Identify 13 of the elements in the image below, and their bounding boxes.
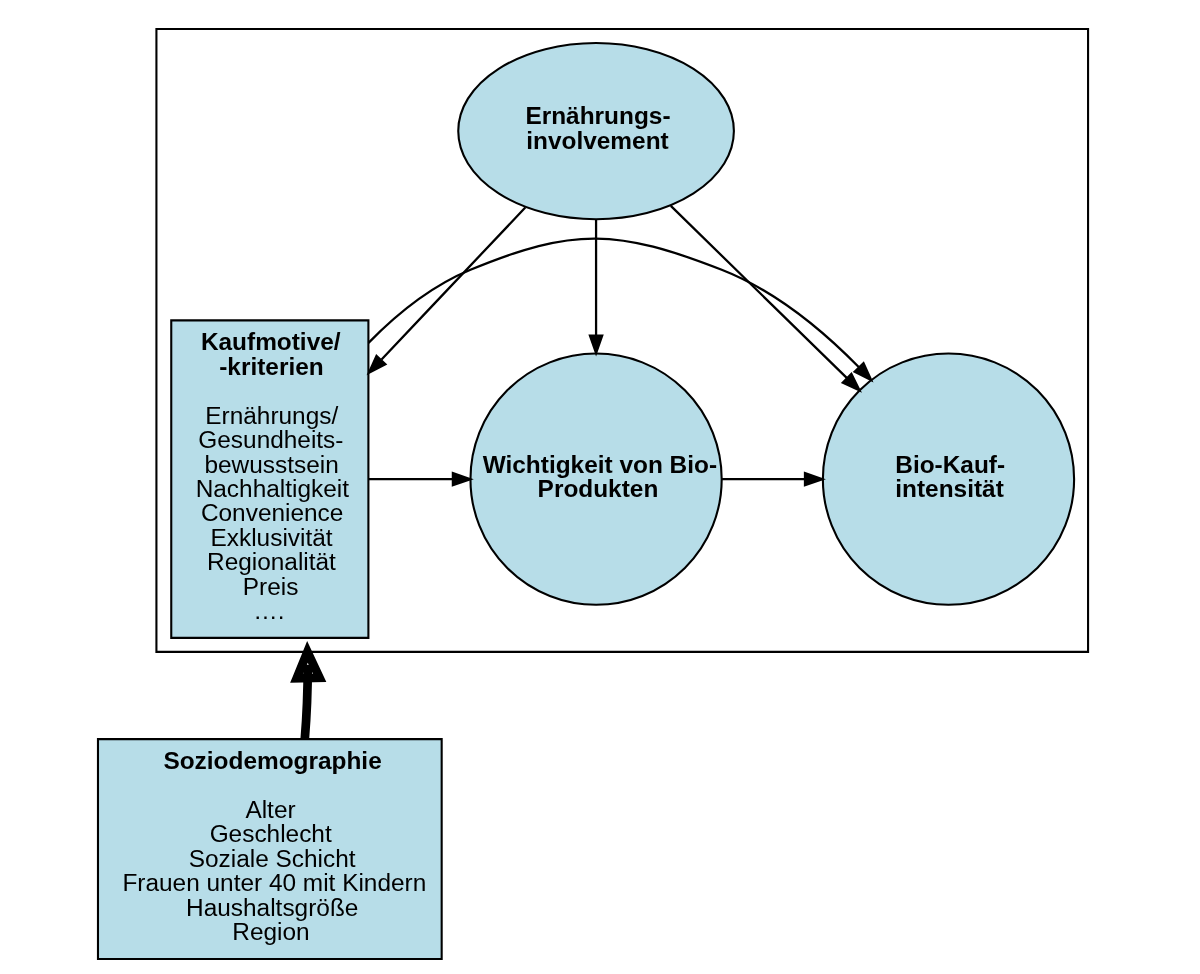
- cluster: [155, 28, 1090, 653]
- arrow: [588, 219, 604, 357]
- node-circle: Bio-Kauf- intensität: [821, 352, 1076, 606]
- arrow: [290, 641, 327, 740]
- arrow: [366, 206, 527, 376]
- node-box: Kaufmotive/ -kriterien Ernährungs/ Gesundheits- bewusstsein Nachhaltigkeit Convenience Exklusivität Regionalität Preis ….: [170, 319, 370, 639]
- arrow: [368, 471, 474, 487]
- arrow: [367, 237, 874, 383]
- arrow: [722, 471, 826, 487]
- arrow: [670, 205, 862, 393]
- node-ellipse: Ernährungs- involvement: [457, 41, 735, 221]
- node-box: Soziodemographie Alter Geschlecht Soziale Schicht Frauen unter 40 mit Kindern Haushaltsgröße Region: [96, 738, 443, 960]
- node-circle: Wichtigkeit von Bio- Produkten: [469, 352, 723, 606]
